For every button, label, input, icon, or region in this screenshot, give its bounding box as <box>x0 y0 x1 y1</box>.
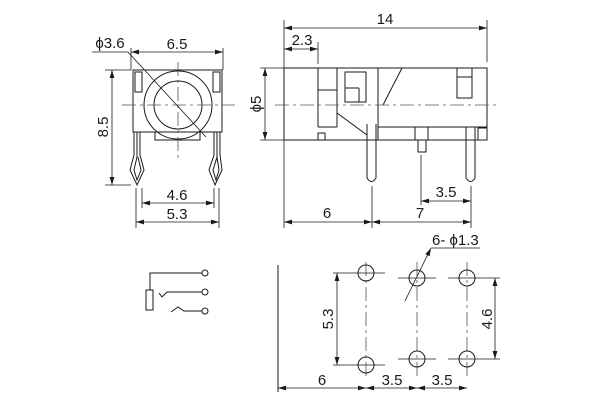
footprint-pitch1-label: 3.5 <box>382 372 403 389</box>
switch-schematic <box>145 269 209 315</box>
pcb-footprint: 5.3 4.6 6- ϕ1.3 6 3.5 3.5 <box>277 232 500 392</box>
footprint-row-left-label: 5.3 <box>320 309 337 330</box>
side-offset-label: 2.3 <box>292 32 313 49</box>
footprint-offset-label: 6 <box>318 372 326 389</box>
front-pin-inner-label: 4.6 <box>167 187 188 204</box>
hole <box>398 269 436 287</box>
front-pin-outer-label: 5.3 <box>167 206 188 223</box>
side-pin-span-label: 7 <box>416 205 424 222</box>
hole <box>398 350 436 368</box>
side-pin-pitch-label: 3.5 <box>436 184 457 201</box>
side-view: 14 2.3 ϕ5 3.5 6 7 <box>248 11 500 228</box>
hole <box>448 350 500 368</box>
hole <box>448 269 500 287</box>
footprint-holes-label: 6- ϕ1.3 <box>432 232 479 249</box>
side-length-label: 14 <box>377 11 394 28</box>
side-front-to-pin-label: 6 <box>323 205 331 222</box>
hole <box>333 356 385 374</box>
footprint-pitch2-label: 3.5 <box>432 372 453 389</box>
side-dia-label: ϕ5 <box>248 96 265 113</box>
front-width-label: 6.5 <box>167 36 188 53</box>
front-height-label: 8.5 <box>95 117 112 138</box>
front-view: 6.5 ϕ3.6 8.5 4.6 5.3 <box>92 35 235 228</box>
hole <box>333 264 385 282</box>
footprint-row-right-label: 4.6 <box>479 309 496 330</box>
front-dia-label: ϕ3.6 <box>95 35 124 52</box>
